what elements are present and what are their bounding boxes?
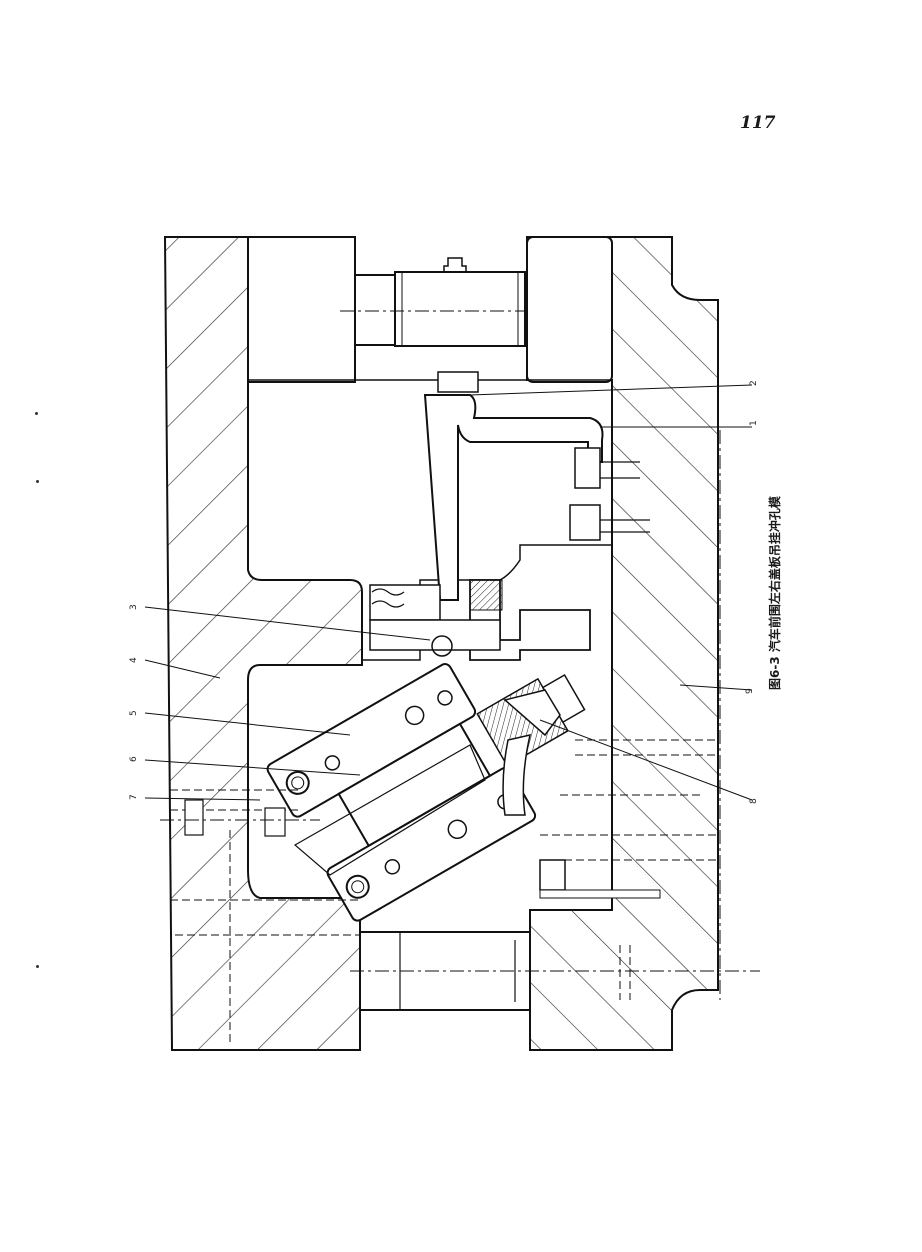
- scan-speck: [36, 965, 39, 968]
- part-label-7: 7: [129, 794, 139, 800]
- part-label-1: 1: [749, 420, 759, 426]
- part-label-5: 5: [129, 710, 139, 716]
- lower-die-shoe: [526, 236, 719, 1051]
- part-label-6: 6: [129, 756, 139, 762]
- hanger-arm: [423, 394, 604, 601]
- part-label-3: 3: [129, 604, 139, 610]
- guide-post-top: [394, 271, 526, 347]
- part-label-2: 2: [749, 380, 759, 386]
- part-label-4: 4: [129, 657, 139, 663]
- page-number: 117: [740, 113, 776, 133]
- scan-speck: [35, 412, 38, 415]
- figure-caption: 图6-3 汽车前围左右盖板吊挂冲孔模: [768, 496, 782, 690]
- scan-speck: [36, 480, 39, 483]
- upper-die-shoe: [163, 236, 363, 1051]
- part-labels: 1 2 3 4 5 6 7 8 9: [129, 380, 759, 804]
- lower-block: [526, 236, 613, 383]
- upper-block: [247, 236, 356, 383]
- part-label-8: 8: [749, 798, 759, 804]
- part-label-9: 9: [745, 688, 755, 694]
- cam-slide: [266, 663, 586, 922]
